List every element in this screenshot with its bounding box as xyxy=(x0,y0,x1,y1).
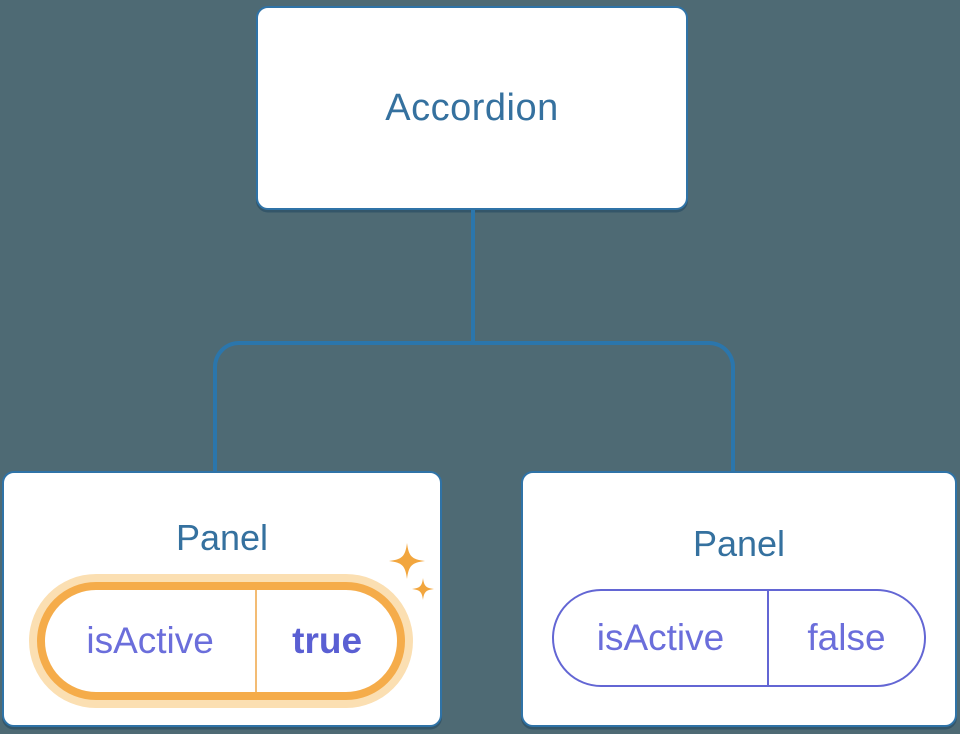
panel-node-label: Panel xyxy=(175,517,269,558)
panel-node-inactive: Panel isActive false xyxy=(521,471,957,727)
state-prop-value: true xyxy=(292,620,363,661)
panel-node-active: Panel isActive true xyxy=(2,471,442,727)
state-prop-name: isActive xyxy=(554,591,769,685)
state-pill-inactive: isActive false xyxy=(552,589,926,687)
panel-node-label: Panel xyxy=(692,523,786,564)
children-connector-bracket xyxy=(213,341,735,471)
state-pill-active: isActive true xyxy=(37,582,405,700)
accordion-node: Accordion xyxy=(256,6,688,210)
sparkle-icon xyxy=(389,543,434,600)
state-prop-value: false xyxy=(807,617,886,658)
root-connector-line xyxy=(471,210,475,343)
accordion-node-label: Accordion xyxy=(385,86,559,129)
state-prop-name: isActive xyxy=(45,590,258,692)
